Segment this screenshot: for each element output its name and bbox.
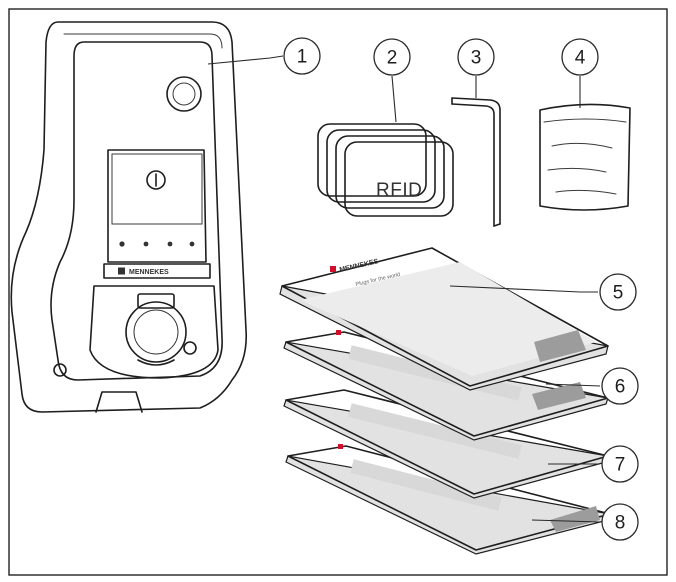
- leader-lines: [207, 55, 601, 523]
- rfid-label: RFID: [376, 180, 422, 201]
- callout-7: 7: [601, 445, 639, 483]
- callout-1: 1: [283, 37, 321, 75]
- rfid-cards: RFID: [317, 123, 454, 217]
- socket-icon: [125, 293, 187, 366]
- brand-label: MENNEKES: [129, 269, 169, 276]
- svg-text:8: 8: [615, 513, 626, 534]
- callout-8: 8: [601, 503, 639, 541]
- screw-bag: [539, 103, 631, 211]
- lock-icon: [146, 170, 166, 190]
- svg-text:5: 5: [613, 283, 624, 304]
- callout-4: 4: [561, 38, 599, 76]
- callout-6: 6: [601, 367, 639, 405]
- status-led: [119, 241, 195, 247]
- hex-key: [451, 97, 501, 227]
- document-1: MENNEKES Plugs for the world: [279, 247, 609, 391]
- callout-2: 2: [373, 38, 411, 76]
- svg-text:3: 3: [471, 48, 482, 69]
- callout-5: 5: [599, 273, 637, 311]
- svg-text:7: 7: [615, 455, 626, 476]
- callout-3: 3: [457, 38, 495, 76]
- logo-mark: [118, 267, 125, 275]
- svg-text:6: 6: [615, 377, 626, 398]
- charging-station: MENNEKES: [10, 21, 248, 413]
- svg-text:2: 2: [387, 48, 398, 69]
- diagram-frame: [8, 8, 668, 576]
- svg-text:4: 4: [575, 48, 586, 69]
- svg-text:1: 1: [297, 47, 308, 68]
- document-brand-label: MENNEKES: [339, 258, 380, 274]
